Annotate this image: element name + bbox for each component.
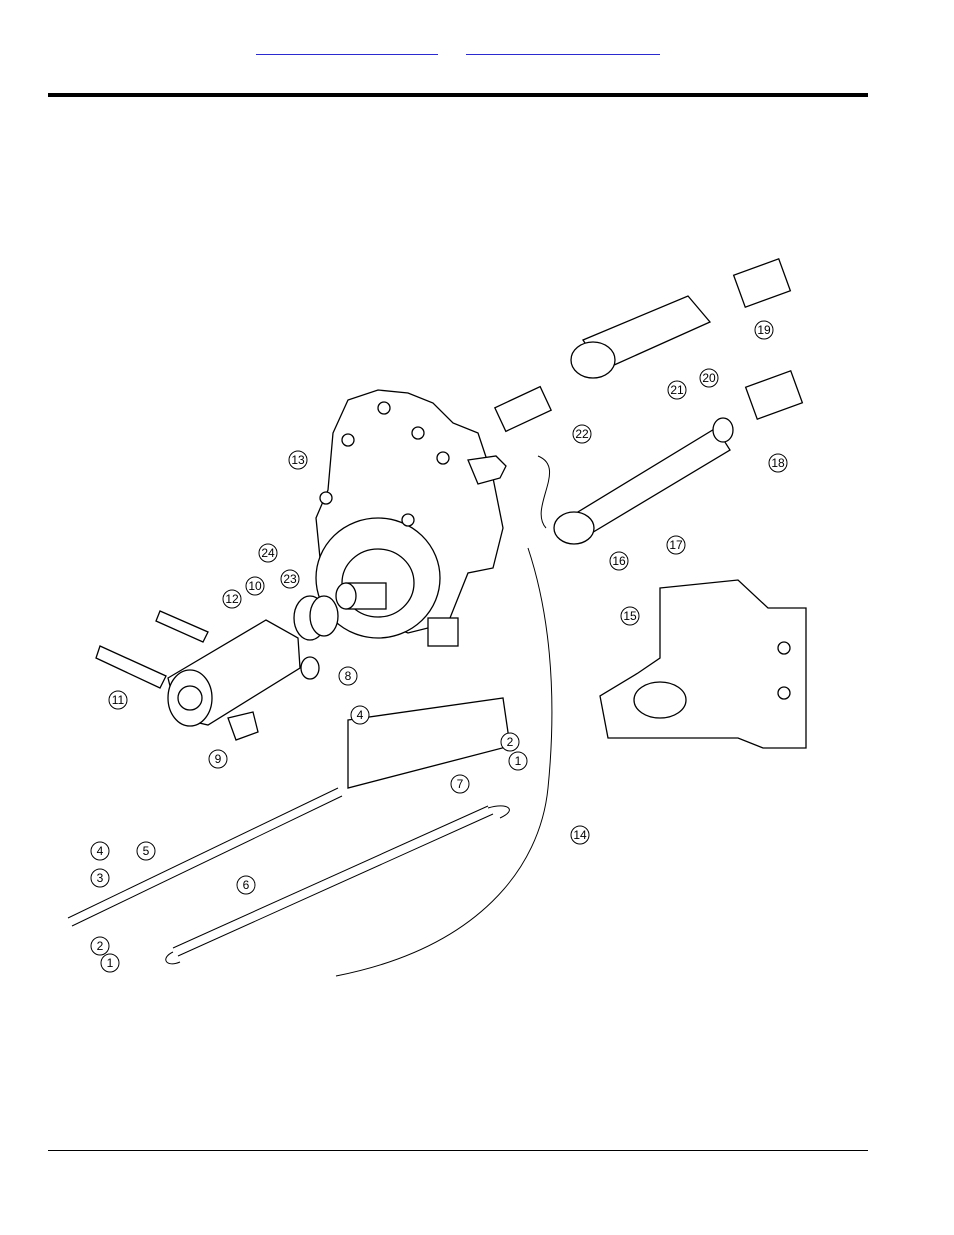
callout-22: 22 <box>575 427 589 441</box>
callout-circle-16 <box>609 551 629 571</box>
callout-circle-11 <box>108 690 128 710</box>
callout-circle-22 <box>572 424 592 444</box>
callout-circle-2 <box>500 732 520 752</box>
callout-10: 10 <box>248 579 262 593</box>
bracket-parts <box>347 579 807 789</box>
hose-parts <box>493 257 804 545</box>
callout-8: 8 <box>345 669 352 683</box>
callout-17: 17 <box>669 538 683 552</box>
callout-circle-18 <box>768 453 788 473</box>
callout-circle-1 <box>508 751 528 771</box>
footer-rule <box>48 1150 868 1151</box>
callout-circle-4 <box>350 705 370 725</box>
callout-circle-20 <box>699 368 719 388</box>
callout-14: 14 <box>573 828 587 842</box>
callout-circle-23 <box>280 569 300 589</box>
callout-19: 19 <box>757 323 771 337</box>
callout-circle-21 <box>667 380 687 400</box>
callout-2-2: 2 <box>97 939 104 953</box>
callout-2: 2 <box>507 735 514 749</box>
callout-circle-17 <box>666 535 686 555</box>
callout-15: 15 <box>623 609 637 623</box>
callout-circle-13 <box>288 450 308 470</box>
callout-12: 12 <box>225 592 239 606</box>
callout-6: 6 <box>243 878 250 892</box>
callout-circle-5 <box>136 841 156 861</box>
callout-5: 5 <box>143 844 150 858</box>
callout-circle-8 <box>338 666 358 686</box>
callout-circle-1-2 <box>100 953 120 973</box>
callout-circle-15 <box>620 606 640 626</box>
callout-circle-7 <box>450 774 470 794</box>
callout-21: 21 <box>670 383 684 397</box>
callout-13: 13 <box>291 453 305 467</box>
callout-circle-14 <box>570 825 590 845</box>
callout-circle-24 <box>258 543 278 563</box>
callout-7: 7 <box>457 777 464 791</box>
header-link-2[interactable] <box>466 38 660 55</box>
callout-1: 1 <box>515 754 522 768</box>
callout-circle-4-2 <box>90 841 110 861</box>
header-rule <box>48 93 868 97</box>
callout-3: 3 <box>97 871 104 885</box>
callout-23: 23 <box>283 572 297 586</box>
callout-18: 18 <box>771 456 785 470</box>
header-link-1[interactable] <box>256 38 438 55</box>
callout-circle-6 <box>236 875 256 895</box>
callout-circle-3 <box>90 868 110 888</box>
header-links <box>0 38 954 58</box>
coupling-parts <box>95 595 339 741</box>
callout-circle-19 <box>754 320 774 340</box>
callout-11: 11 <box>112 693 125 707</box>
callout-circle-2-2 <box>90 936 110 956</box>
callout-4-2: 4 <box>97 844 104 858</box>
callout-24: 24 <box>261 546 275 560</box>
callout-circle-10 <box>245 576 265 596</box>
callout-circle-12 <box>222 589 242 609</box>
chain-and-rod <box>67 547 553 977</box>
callout-16: 16 <box>612 554 626 568</box>
callout-1-2: 1 <box>107 956 114 970</box>
pump-assembly <box>315 389 507 647</box>
callout-circle-9 <box>208 749 228 769</box>
callout-9: 9 <box>215 752 222 766</box>
callout-4: 4 <box>357 708 364 722</box>
callout-20: 20 <box>702 371 716 385</box>
